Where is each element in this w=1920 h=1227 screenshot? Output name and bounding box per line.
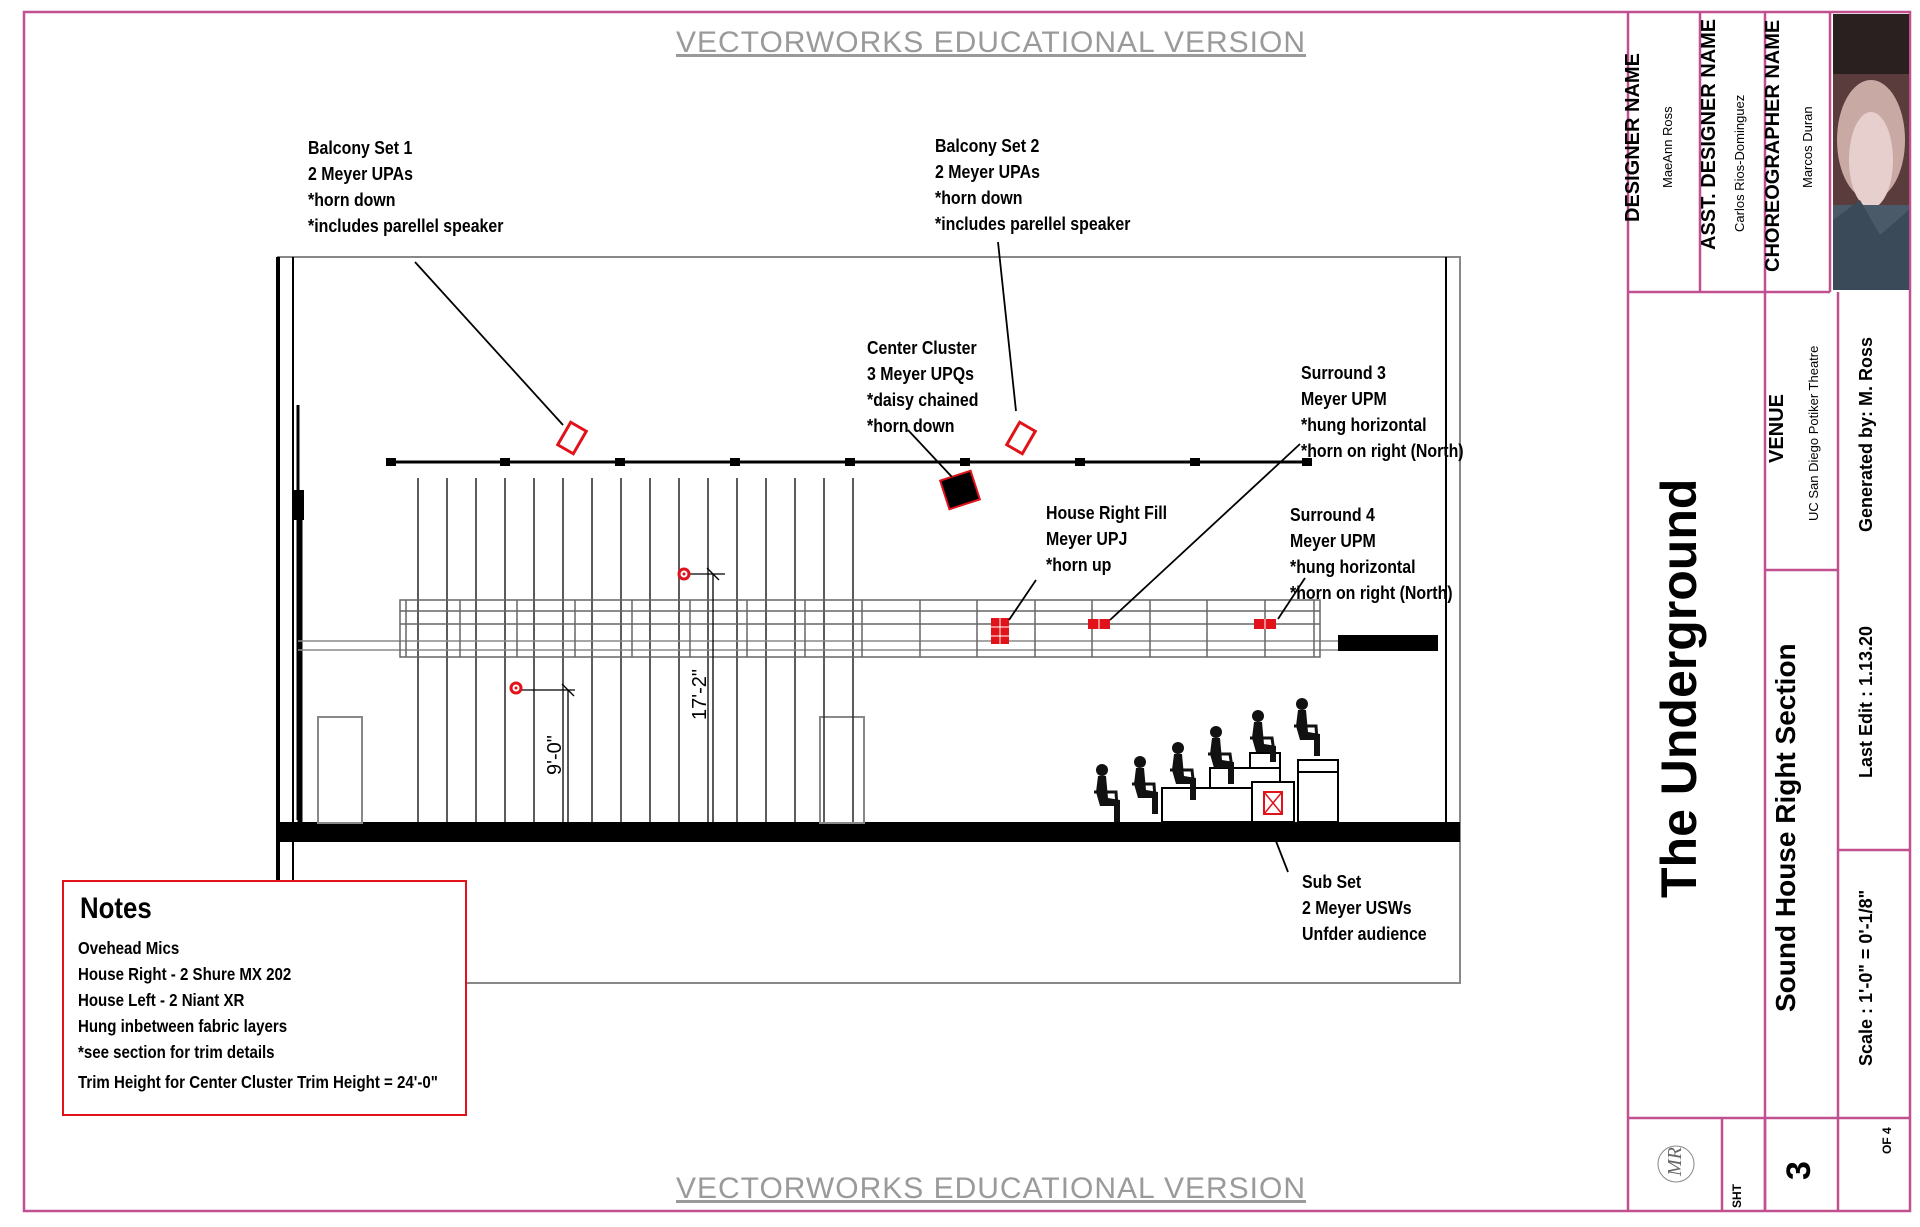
callout-sub-set: Sub Set 2 Meyer USWs Unfder audience xyxy=(1302,871,1427,944)
audience-figure xyxy=(1250,710,1276,762)
audience-figures xyxy=(1094,698,1320,823)
surround-3-speaker xyxy=(1088,619,1110,629)
show-thumbnail-image xyxy=(1833,14,1909,290)
callout-center-cluster: Center Cluster 3 Meyer UPQs *daisy chain… xyxy=(867,337,979,436)
scale-text: Scale : 1'-0" = 0'-1/8" xyxy=(1856,889,1876,1066)
sheet-number: 3 xyxy=(1780,1161,1818,1180)
dimension-17ft: 17'-2" xyxy=(689,669,711,720)
venue-name: UC San Diego Potiker Theatre xyxy=(1806,345,1821,521)
audience-figure xyxy=(1208,726,1234,784)
sheet-border xyxy=(22,10,1912,1213)
callout-surround-3: Surround 3 Meyer UPM *hung horizontal *h… xyxy=(1301,362,1464,461)
grid-pipe xyxy=(386,458,1312,466)
overhead-mics xyxy=(509,567,691,695)
venue-label: VENUE xyxy=(1766,394,1788,463)
asst-designer-label: ASST. DESIGNER NAME xyxy=(1698,18,1720,250)
drawing-title: Sound House Right Section xyxy=(1770,643,1801,1012)
center-cluster-speaker xyxy=(938,469,982,511)
notes-title: Notes xyxy=(80,892,152,925)
door-left xyxy=(317,716,363,824)
last-edit: Last Edit : 1.13.20 xyxy=(1856,625,1876,778)
title-block-grid xyxy=(1628,12,1910,1211)
watermark-top: VECTORWORKS EDUCATIONAL VERSION xyxy=(676,26,1306,59)
notes-box: Notes Ovehead Mics House Right - 2 Shure… xyxy=(62,880,467,1116)
callout-balcony-set-1: Balcony Set 1 2 Meyer UPAs *horn down *i… xyxy=(308,137,504,236)
designer-label: DESIGNER NAME xyxy=(1622,53,1644,222)
sub-set-speaker xyxy=(1263,791,1283,815)
audience-figure xyxy=(1132,756,1158,815)
audience-figure xyxy=(1294,698,1320,757)
dimension-lines xyxy=(520,567,725,822)
audience-figure xyxy=(1094,764,1120,823)
note-line: Trim Height for Center Cluster Trim Heig… xyxy=(78,1072,438,1092)
note-line: House Left - 2 Niant XR xyxy=(78,990,245,1010)
note-line: Hung inbetween fabric layers xyxy=(78,1016,288,1036)
surround-4-speaker xyxy=(1254,619,1276,629)
balcony-set-2-speaker xyxy=(1004,420,1038,456)
room-outline xyxy=(276,256,1461,984)
asst-designer-name: Carlos Rios-Dominguez xyxy=(1732,94,1747,232)
note-line: *see section for trim details xyxy=(78,1042,275,1062)
sheet-label: SHT xyxy=(1730,1184,1744,1208)
audience-risers xyxy=(1161,752,1339,823)
callout-balcony-set-2: Balcony Set 2 2 Meyer UPAs *horn down *i… xyxy=(935,135,1131,234)
balcony-set-1-speaker xyxy=(555,420,589,456)
balcony-rail xyxy=(298,599,1345,658)
sheet-of-total: OF 4 xyxy=(1880,1127,1894,1154)
note-line: House Right - 2 Shure MX 202 xyxy=(78,964,292,984)
balcony-deck xyxy=(1338,635,1438,651)
stage-floor xyxy=(278,822,1460,842)
choreographer-label: CHOREOGRAPHER NAME xyxy=(1762,19,1784,272)
designer-logo xyxy=(1657,1145,1695,1183)
designer-name: MaeAnn Ross xyxy=(1660,106,1675,188)
dimension-9ft: 9'-0" xyxy=(544,735,566,775)
generated-by: Generated by: M. Ross xyxy=(1856,336,1876,532)
show-title: The Underground xyxy=(1651,478,1707,898)
logo-initials: MR xyxy=(1664,1147,1686,1176)
watermark-bottom: VECTORWORKS EDUCATIONAL VERSION xyxy=(676,1172,1306,1205)
choreographer-name: Marcos Duran xyxy=(1800,106,1815,188)
leader-lines xyxy=(414,241,1306,873)
door-right xyxy=(819,716,865,824)
house-right-fill-speaker xyxy=(991,618,1009,644)
callout-house-right-fill: House Right Fill Meyer UPJ *horn up xyxy=(1046,502,1168,575)
callout-surround-4: Surround 4 Meyer UPM *hung horizontal *h… xyxy=(1290,504,1453,603)
note-line: Ovehead Mics xyxy=(78,938,180,958)
audience-figure xyxy=(1170,742,1196,800)
